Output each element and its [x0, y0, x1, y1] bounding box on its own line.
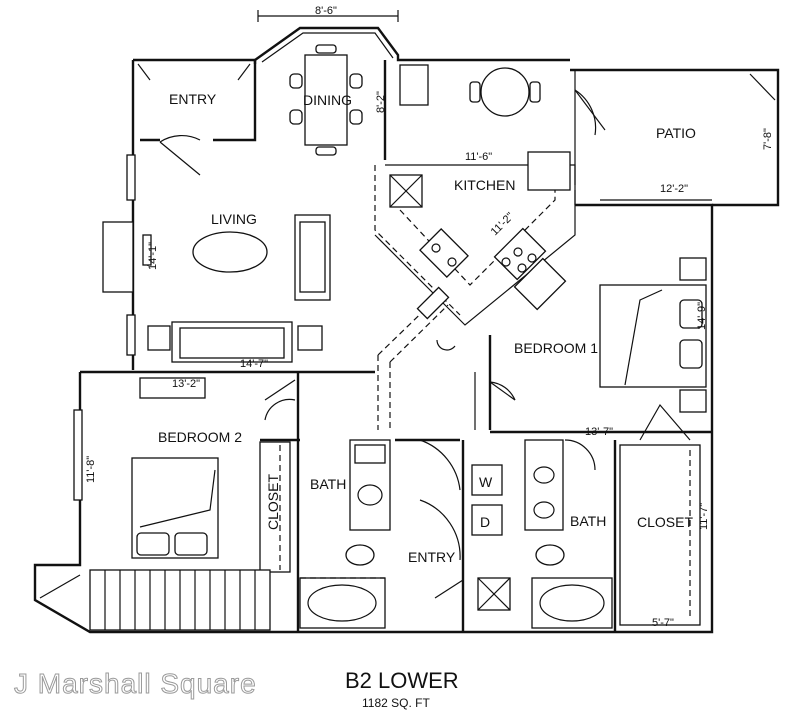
dim-bedroom1-width: 13'-7" [585, 426, 613, 438]
dryer-label: D [480, 514, 490, 530]
stairs [39, 569, 271, 631]
dim-kitchen-diag: 11'-2" [489, 210, 517, 238]
entry-laundry [395, 438, 511, 632]
watermark: J Marshall Square [14, 668, 257, 700]
plan-area: 1182 SQ. FT [362, 696, 430, 710]
dim-bedroom1-depth: 14'-9" [696, 302, 708, 330]
dim-bedroom2-depth: 11'-8" [85, 456, 97, 483]
bay-window [257, 10, 399, 63]
dim-closet-right-width: 5'-7" [652, 617, 674, 629]
dining-label: DINING [303, 92, 352, 108]
dim-patio-depth: 7'-8" [762, 128, 774, 150]
kitchen-counters [374, 151, 576, 326]
bedroom2-label: BEDROOM 2 [158, 429, 242, 445]
entry-bottom-label: ENTRY [408, 549, 456, 565]
living-label: LIVING [211, 211, 257, 227]
dim-kitchen-width: 11'-6" [465, 151, 492, 163]
entry-walls [137, 63, 251, 176]
living-windows [102, 154, 136, 356]
floor-plan: ENTRY DINING KITCHEN PATIO LIVING BEDROO… [33, 5, 780, 634]
dinette [399, 64, 541, 117]
closet-right-label: CLOSET [637, 514, 693, 530]
patio-label: PATIO [656, 125, 696, 141]
dim-living-width: 14'-7" [240, 358, 268, 370]
hallway [377, 286, 456, 430]
left-bath [299, 439, 391, 629]
washer-label: W [479, 474, 493, 490]
entry-top-label: ENTRY [169, 91, 217, 107]
plan-name: B2 LOWER [345, 668, 459, 693]
kitchen-label: KITCHEN [454, 177, 515, 193]
bath-right-label: BATH [570, 513, 606, 529]
closet-left-label: CLOSET [265, 474, 281, 530]
dim-bedroom2-width: 13'-2" [172, 378, 200, 390]
patio-door [574, 89, 606, 136]
bedroom1-label: BEDROOM 1 [514, 340, 598, 356]
bedroom1-walls [474, 257, 712, 434]
dim-closet-right-depth: 11'-7" [698, 503, 710, 530]
dim-living-depth: 14'-1" [147, 242, 159, 270]
right-closet [619, 403, 701, 626]
right-bath [524, 439, 617, 632]
living-furniture [142, 214, 331, 363]
dim-dining-width: 8'-6" [315, 5, 337, 17]
exterior-walls [33, 26, 780, 634]
dim-dining-depth: 8'-2" [375, 91, 387, 113]
bath-left-label: BATH [310, 476, 346, 492]
dim-patio-width: 12'-2" [660, 183, 688, 195]
bedroom2-walls [73, 372, 300, 632]
dining-table [289, 44, 363, 156]
